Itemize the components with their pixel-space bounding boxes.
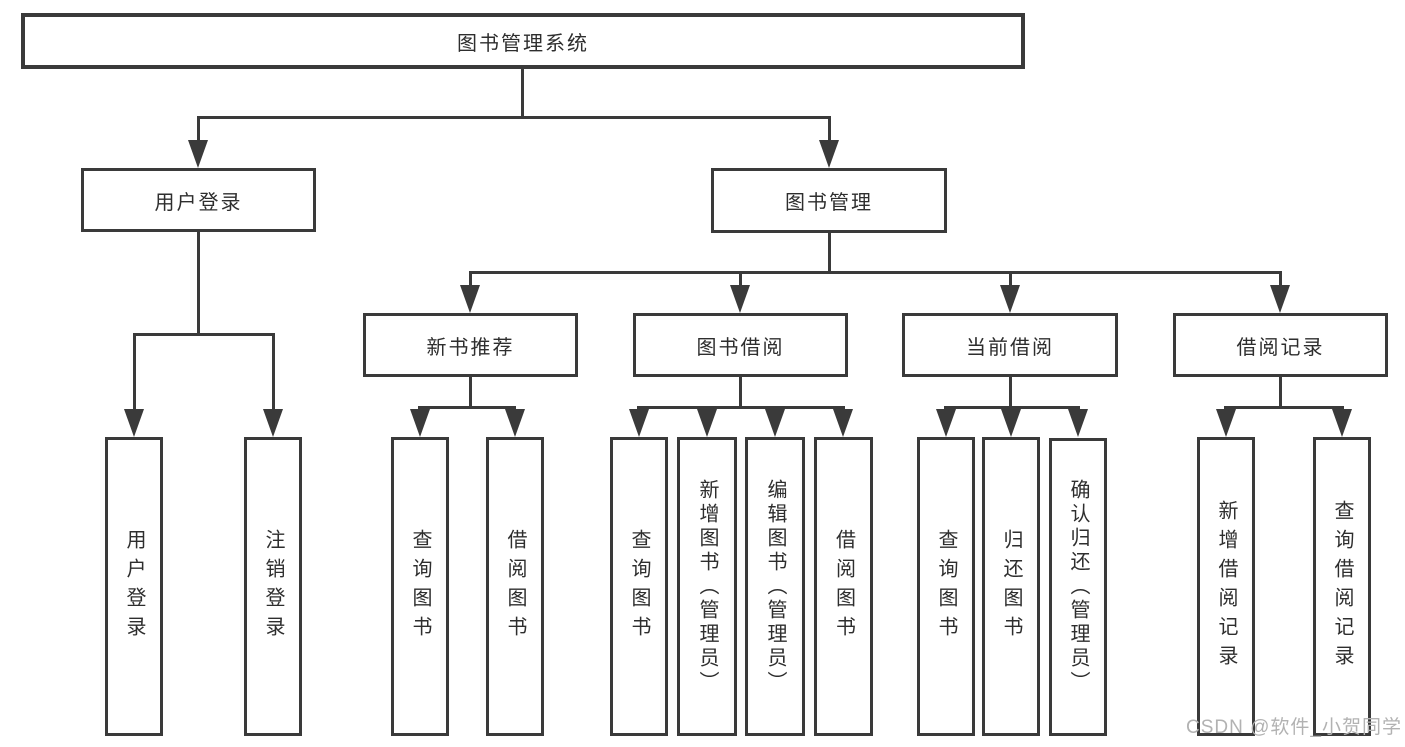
leaf-current-query-books: 查询图书 [917, 437, 975, 736]
arrow-down-icon [1216, 409, 1236, 437]
leaf-current-return-books-label: 归还图书 [1000, 528, 1022, 645]
arrow-down-icon [1000, 285, 1020, 313]
connector-user-login-drop-right [272, 335, 275, 409]
node-book-management-label: 图书管理 [785, 192, 873, 214]
arrow-down-icon [629, 409, 649, 437]
arrow-down-icon [505, 409, 525, 437]
leaf-borrow-query-books-label: 查询图书 [628, 528, 650, 645]
arrow-down-icon [1332, 409, 1352, 437]
node-book-borrow: 图书借阅 [633, 313, 848, 377]
leaf-borrow-borrow-books: 借阅图书 [814, 437, 873, 736]
leaf-records-query-record: 查询借阅记录 [1313, 437, 1371, 736]
connector-book-management-rail [469, 271, 1282, 274]
node-user-login-label: 用户登录 [154, 191, 243, 214]
arrow-down-icon [730, 285, 750, 313]
arrow-down-icon [765, 409, 785, 437]
leaf-user-login: 用户登录 [105, 437, 163, 736]
connector-borrow-stem [739, 377, 742, 408]
connector-recommend-stem [469, 377, 472, 408]
connector-root-stem [521, 69, 524, 118]
node-user-login: 用户登录 [81, 168, 316, 232]
connector-book-management-stem [828, 233, 831, 273]
node-book-borrow-label: 图书借阅 [696, 336, 785, 359]
arrow-down-icon [124, 409, 144, 437]
leaf-current-confirm-return-admin-label: 确认归还（管理员） [1067, 479, 1089, 695]
node-book-management: 图书管理 [711, 168, 947, 233]
connector-records-stem [1279, 377, 1282, 408]
node-new-book-recommend: 新书推荐 [363, 313, 578, 377]
connector-bm-drop-1 [469, 273, 472, 286]
connector-recommend-rail [418, 406, 516, 409]
connector-current-stem [1009, 377, 1012, 408]
leaf-current-confirm-return-admin: 确认归还（管理员） [1049, 438, 1107, 736]
arrow-down-icon [819, 140, 839, 168]
node-root-label: 图书管理系统 [457, 32, 589, 55]
node-borrow-records-label: 借阅记录 [1236, 336, 1325, 359]
arrow-down-icon [697, 409, 717, 437]
leaf-recommend-borrow-books-label: 借阅图书 [504, 528, 526, 645]
leaf-recommend-query-books-label: 查询图书 [409, 528, 431, 645]
leaf-borrow-add-books-admin: 新增图书（管理员） [677, 437, 737, 736]
node-borrow-records: 借阅记录 [1173, 313, 1388, 377]
connector-root-drop-right [828, 118, 831, 142]
arrow-down-icon [833, 409, 853, 437]
leaf-records-add-record: 新增借阅记录 [1197, 437, 1255, 736]
arrow-down-icon [188, 140, 208, 168]
arrow-down-icon [410, 409, 430, 437]
leaf-borrow-edit-books-admin: 编辑图书（管理员） [745, 437, 805, 736]
arrow-down-icon [1270, 285, 1290, 313]
connector-bm-drop-4 [1279, 273, 1282, 286]
connector-user-login-drop-left [133, 335, 136, 409]
leaf-borrow-borrow-books-label: 借阅图书 [832, 528, 855, 645]
connector-root-rail [197, 116, 831, 119]
leaf-logout-label: 注销登录 [262, 528, 284, 645]
leaf-borrow-add-books-admin-label: 新增图书（管理员） [696, 478, 718, 695]
arrow-down-icon [1001, 409, 1021, 437]
connector-root-drop-left [197, 118, 200, 142]
arrow-down-icon [936, 409, 956, 437]
leaf-logout: 注销登录 [244, 437, 302, 736]
arrow-down-icon [460, 285, 480, 313]
leaf-current-query-books-label: 查询图书 [935, 528, 957, 645]
connector-bm-drop-3 [1009, 273, 1012, 286]
node-current-borrow-label: 当前借阅 [966, 336, 1054, 359]
leaf-recommend-borrow-books: 借阅图书 [486, 437, 544, 736]
connector-borrow-rail [637, 406, 845, 409]
leaf-borrow-edit-books-admin-label: 编辑图书（管理员） [764, 478, 786, 695]
leaf-user-login-label: 用户登录 [123, 528, 145, 645]
connector-bm-drop-2 [739, 273, 742, 286]
node-current-borrow: 当前借阅 [902, 313, 1118, 377]
leaf-borrow-query-books: 查询图书 [610, 437, 668, 736]
leaf-records-query-record-label: 查询借阅记录 [1331, 499, 1353, 674]
connector-current-rail [944, 406, 1080, 409]
leaf-records-add-record-label: 新增借阅记录 [1215, 499, 1237, 674]
connector-user-login-stem [197, 232, 200, 335]
connector-records-rail [1224, 406, 1344, 409]
leaf-recommend-query-books: 查询图书 [391, 437, 449, 736]
leaf-current-return-books: 归还图书 [982, 437, 1040, 736]
node-new-book-recommend-label: 新书推荐 [426, 336, 515, 359]
arrow-down-icon [1068, 409, 1088, 437]
csdn-watermark: CSDN @软件_小贺同学 [1186, 717, 1402, 738]
arrow-down-icon [263, 409, 283, 437]
node-root: 图书管理系统 [21, 13, 1025, 69]
connector-user-login-rail [133, 333, 275, 336]
